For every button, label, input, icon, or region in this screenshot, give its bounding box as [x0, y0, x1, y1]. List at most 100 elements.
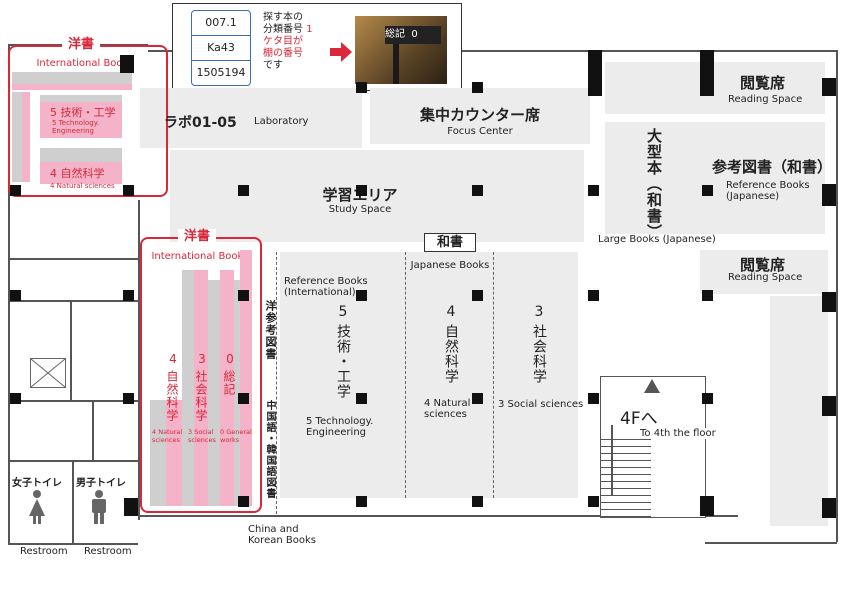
- stairs-en: To 4th the floor: [640, 428, 716, 439]
- wall-block: [822, 184, 836, 206]
- shelf: [182, 270, 194, 506]
- room-wall: [72, 460, 74, 544]
- pillar: [123, 393, 134, 404]
- reference-japanese-jp: 参考図書（和書）: [712, 158, 833, 176]
- pillar: [588, 185, 599, 196]
- section-4-num: 4: [446, 304, 456, 320]
- shelf-pink: [40, 162, 122, 184]
- wall-block: [822, 78, 836, 96]
- shelf: [150, 400, 166, 506]
- pillar: [10, 290, 21, 301]
- wall-block: [822, 498, 836, 518]
- pillar: [238, 185, 249, 196]
- intl-books-lower-en: International Books: [151, 251, 249, 262]
- call-number-line-3: 1505194: [196, 66, 246, 79]
- section-5-en: 5 Technology. Engineering: [306, 416, 374, 438]
- intl-lower-col4-jp: 自然科学: [165, 370, 179, 422]
- section-4-en: 4 Natural sciences: [424, 398, 471, 420]
- stairs[interactable]: [600, 376, 706, 518]
- man-icon: [90, 490, 108, 528]
- reference-japanese-area: [605, 122, 825, 234]
- wall-block: [588, 50, 602, 96]
- pillar: [702, 393, 713, 404]
- reading-space-1-jp: 閲覧席: [740, 74, 786, 92]
- japanese-books-tag: 和書: [424, 233, 476, 252]
- stair-steps: [601, 437, 651, 517]
- room-wall: [92, 400, 94, 460]
- wall-block: [822, 396, 836, 416]
- pillar: [472, 82, 483, 93]
- section-4-jp: 自然科学: [443, 324, 459, 384]
- shelf-sign: 総記 0: [385, 26, 441, 44]
- shelf-pink: [22, 92, 30, 182]
- large-books-jp: 大型本（和書）: [645, 128, 663, 240]
- outer-wall-right: [836, 50, 838, 542]
- intl-upper-row5-en: 5 Technology. Engineering: [52, 119, 100, 135]
- caption-line: です: [263, 60, 283, 71]
- intl-lower-col3-num: 3: [198, 352, 206, 366]
- womens-restroom-label: 女子トイレ: [12, 478, 62, 489]
- call-number-line-1: 007.1: [192, 11, 250, 36]
- reading-space-2-jp: 閲覧席: [740, 256, 786, 274]
- right-shelf-area: [770, 296, 828, 526]
- pillar: [356, 185, 367, 196]
- outer-wall-bottom: [138, 515, 738, 517]
- pillar: [10, 185, 21, 196]
- room-wall: [8, 400, 138, 402]
- shelf: [12, 92, 22, 182]
- china-korean-jp: 中国語・韓国語図書: [264, 400, 275, 499]
- reading-space-2-en: Reading Space: [728, 272, 803, 283]
- mens-restroom-label: 男子トイレ: [76, 478, 126, 489]
- pillar: [238, 290, 249, 301]
- shelf-pink: [40, 102, 122, 138]
- intl-books-lower-tag: 洋書: [178, 229, 217, 245]
- shelf: [40, 148, 122, 162]
- outer-wall-left: [8, 44, 10, 544]
- divider-dashed: [405, 252, 406, 498]
- intl-lower-col4-en: 4 Natural sciences: [152, 428, 183, 444]
- womens-restroom-en: Restroom: [20, 546, 68, 557]
- caption-highlight: 1: [306, 24, 313, 35]
- pillar: [356, 393, 367, 404]
- wall-block: [822, 292, 836, 312]
- divider-dashed: [493, 252, 494, 498]
- pillar: [123, 290, 134, 301]
- pillar: [588, 290, 599, 301]
- focus-center-area: [370, 88, 590, 144]
- wall-block: [124, 498, 138, 516]
- room-wall: [8, 258, 138, 260]
- section-5-num: 5: [338, 304, 348, 320]
- legend-box: 007.1 Ka43 1505194 探す本の 分類番号 1 ケタ目が 棚の番号…: [172, 3, 462, 91]
- intl-lower-col3-en: 3 Social sciences: [188, 428, 216, 444]
- pillar: [123, 185, 134, 196]
- intl-lower-col3-jp: 社会科学: [194, 370, 208, 422]
- pillar: [702, 185, 713, 196]
- reference-international-en: Reference Books (International): [284, 276, 368, 298]
- study-space-en: Study Space: [328, 204, 392, 215]
- pillar: [472, 393, 483, 404]
- outer-wall-top: [148, 50, 838, 52]
- pillar: [472, 496, 483, 507]
- caption-line: 探す本の: [263, 12, 303, 23]
- room-wall: [8, 300, 138, 302]
- arrow-right-icon: [330, 42, 352, 66]
- wall-block: [700, 496, 714, 516]
- section-3-jp: 社会科学: [531, 324, 547, 384]
- shelf-pink: [12, 84, 132, 90]
- reading-space-area-2: [700, 250, 828, 294]
- section-3-num: 3: [534, 304, 544, 320]
- pillar: [356, 82, 367, 93]
- japanese-books-area: [280, 252, 578, 498]
- reference-international-jp: 洋参考図書: [264, 300, 277, 360]
- caption-line: ケタ目が: [263, 36, 303, 47]
- divider-dashed: [276, 252, 277, 514]
- shelf: [12, 72, 132, 84]
- study-space-area: [170, 150, 584, 242]
- woman-icon: [28, 490, 46, 528]
- shelf: [208, 280, 220, 506]
- pillar: [588, 496, 599, 507]
- call-number-label: 007.1 Ka43 1505194: [191, 10, 251, 86]
- intl-lower-col4-num: 4: [169, 352, 177, 366]
- reference-japanese-en: Reference Books (Japanese): [726, 180, 810, 202]
